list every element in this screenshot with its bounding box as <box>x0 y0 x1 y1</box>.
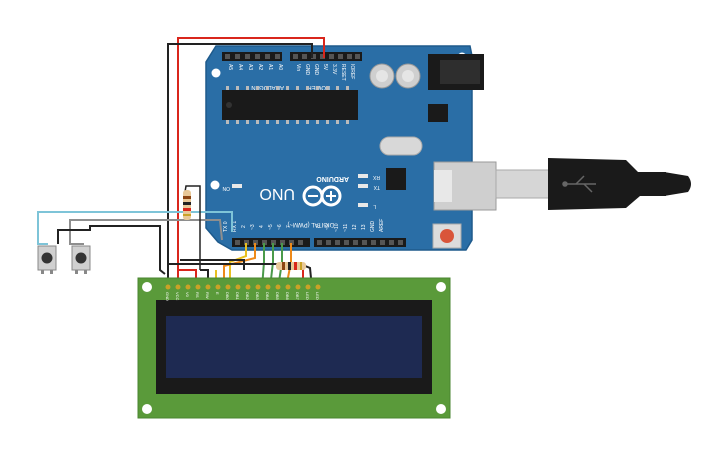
ioref-label: IOREF <box>349 64 355 79</box>
voltage-regulator <box>428 104 448 122</box>
tx0-label: TX 0 <box>223 221 229 232</box>
usb-chip <box>386 168 406 190</box>
arduino-board[interactable]: A0 A1 A2 A3 A4 A5 ANALOG IN POWER Vin GN… <box>205 45 497 251</box>
gnd-label: GND <box>304 64 310 76</box>
lcd-pin-label: DB6 <box>285 292 290 301</box>
power-header <box>290 52 362 61</box>
lcd-pin-label: GND <box>165 292 170 301</box>
digital-pin-label: 8 <box>316 225 322 228</box>
mount-hole <box>142 404 152 414</box>
on-led <box>232 184 242 188</box>
lcd-pin-label: DB1 <box>235 292 240 301</box>
lcd-pin-label: E <box>215 292 220 295</box>
lcd-pin-label: DB4 <box>265 292 270 301</box>
digital-pin-label: ~3 <box>250 224 256 230</box>
gnd-label: GND <box>313 64 319 76</box>
digital-pin-label: ~10 <box>334 223 340 232</box>
analog-pin-label: A0 <box>277 64 283 70</box>
on-label: ON <box>222 185 230 191</box>
lcd-pin-label: DB2 <box>245 292 250 301</box>
arduino-logo <box>302 185 342 207</box>
rx-led <box>358 174 368 178</box>
digital-pin-label: 7 <box>286 225 292 228</box>
usb-cable <box>495 158 691 210</box>
rx1-label: RX 1 <box>232 221 238 232</box>
digital-pin-label: ~9 <box>325 224 331 230</box>
mount-hole <box>142 282 152 292</box>
push-button-2[interactable] <box>71 245 91 274</box>
analog-header <box>222 52 282 61</box>
gnd-label: GND <box>370 221 376 233</box>
digital-pin-label: 2 <box>241 225 247 228</box>
tx-led <box>358 184 368 188</box>
lcd-pin-label: RS <box>195 292 200 298</box>
lcd-pin-label: V0 <box>185 292 190 298</box>
arduino-brand: ARDUINO <box>316 175 349 182</box>
lcd-pin-label: LED <box>315 292 320 300</box>
wire-button-gnd <box>57 225 166 275</box>
lcd-pin-label: LED <box>305 292 310 300</box>
capacitor <box>395 63 421 89</box>
digital-pin-label: 13 <box>361 224 367 230</box>
lcd-pin-label: DB3 <box>255 292 260 301</box>
reset-label: RESET <box>340 64 346 81</box>
lcd-pin-label: DB7 <box>295 292 300 301</box>
analog-pin-label: A5 <box>227 64 233 70</box>
tx-label: TX <box>373 184 380 190</box>
wire-5v <box>177 37 325 278</box>
aref-label: AREF <box>379 219 385 232</box>
usb-icon <box>562 175 596 193</box>
rx-label: RX <box>372 174 380 180</box>
lcd-pin-label: DB0 <box>225 292 230 301</box>
digital-pin-label: ~5 <box>268 224 274 230</box>
uno-label: UNO <box>259 185 295 202</box>
analog-pin-label: A4 <box>237 64 243 70</box>
5v-label: 5V <box>322 64 328 71</box>
digital-title: DIGITAL (PWM~) <box>287 221 334 227</box>
capacitor <box>369 63 395 89</box>
digital-header-high <box>314 238 406 247</box>
analog-pin-label: A1 <box>267 64 273 70</box>
lcd-pin-label: DB5 <box>275 292 280 301</box>
crystal <box>379 136 423 156</box>
wire-gnd <box>167 43 313 278</box>
wire-button-1 <box>37 211 233 245</box>
vin-label: Vin <box>295 64 301 71</box>
digital-pin-label: 12 <box>352 224 358 230</box>
lcd-screen <box>166 316 422 378</box>
lcd-pin-label: RW <box>205 292 210 299</box>
analog-pin-label: A3 <box>247 64 253 70</box>
wire-button-2 <box>69 219 223 245</box>
lcd-module: GND VCC V0 RS RW E DB0 DB1 DB2 DB3 DB4 D… <box>137 277 451 419</box>
digital-pin-label: ~11 <box>343 224 349 232</box>
atmega-chip <box>222 90 358 120</box>
wire-e <box>223 243 256 288</box>
lcd-pin-label: VCC <box>175 292 180 301</box>
digital-pin-label: ~6 <box>277 224 283 230</box>
mount-hole <box>436 282 446 292</box>
mount-hole <box>210 180 220 190</box>
l-led <box>358 203 368 207</box>
digital-pin-label: 4 <box>259 225 265 228</box>
mount-hole <box>436 404 446 414</box>
usb-cable-metal <box>495 169 551 199</box>
resistor <box>183 190 191 220</box>
mount-hole <box>211 68 221 78</box>
3v3-label: 3.3V <box>331 64 337 75</box>
l-label: L <box>373 203 376 209</box>
push-button-1[interactable] <box>37 245 57 274</box>
analog-pin-label: A2 <box>257 64 263 70</box>
lcd-pins <box>165 284 321 290</box>
resistor <box>276 262 306 270</box>
